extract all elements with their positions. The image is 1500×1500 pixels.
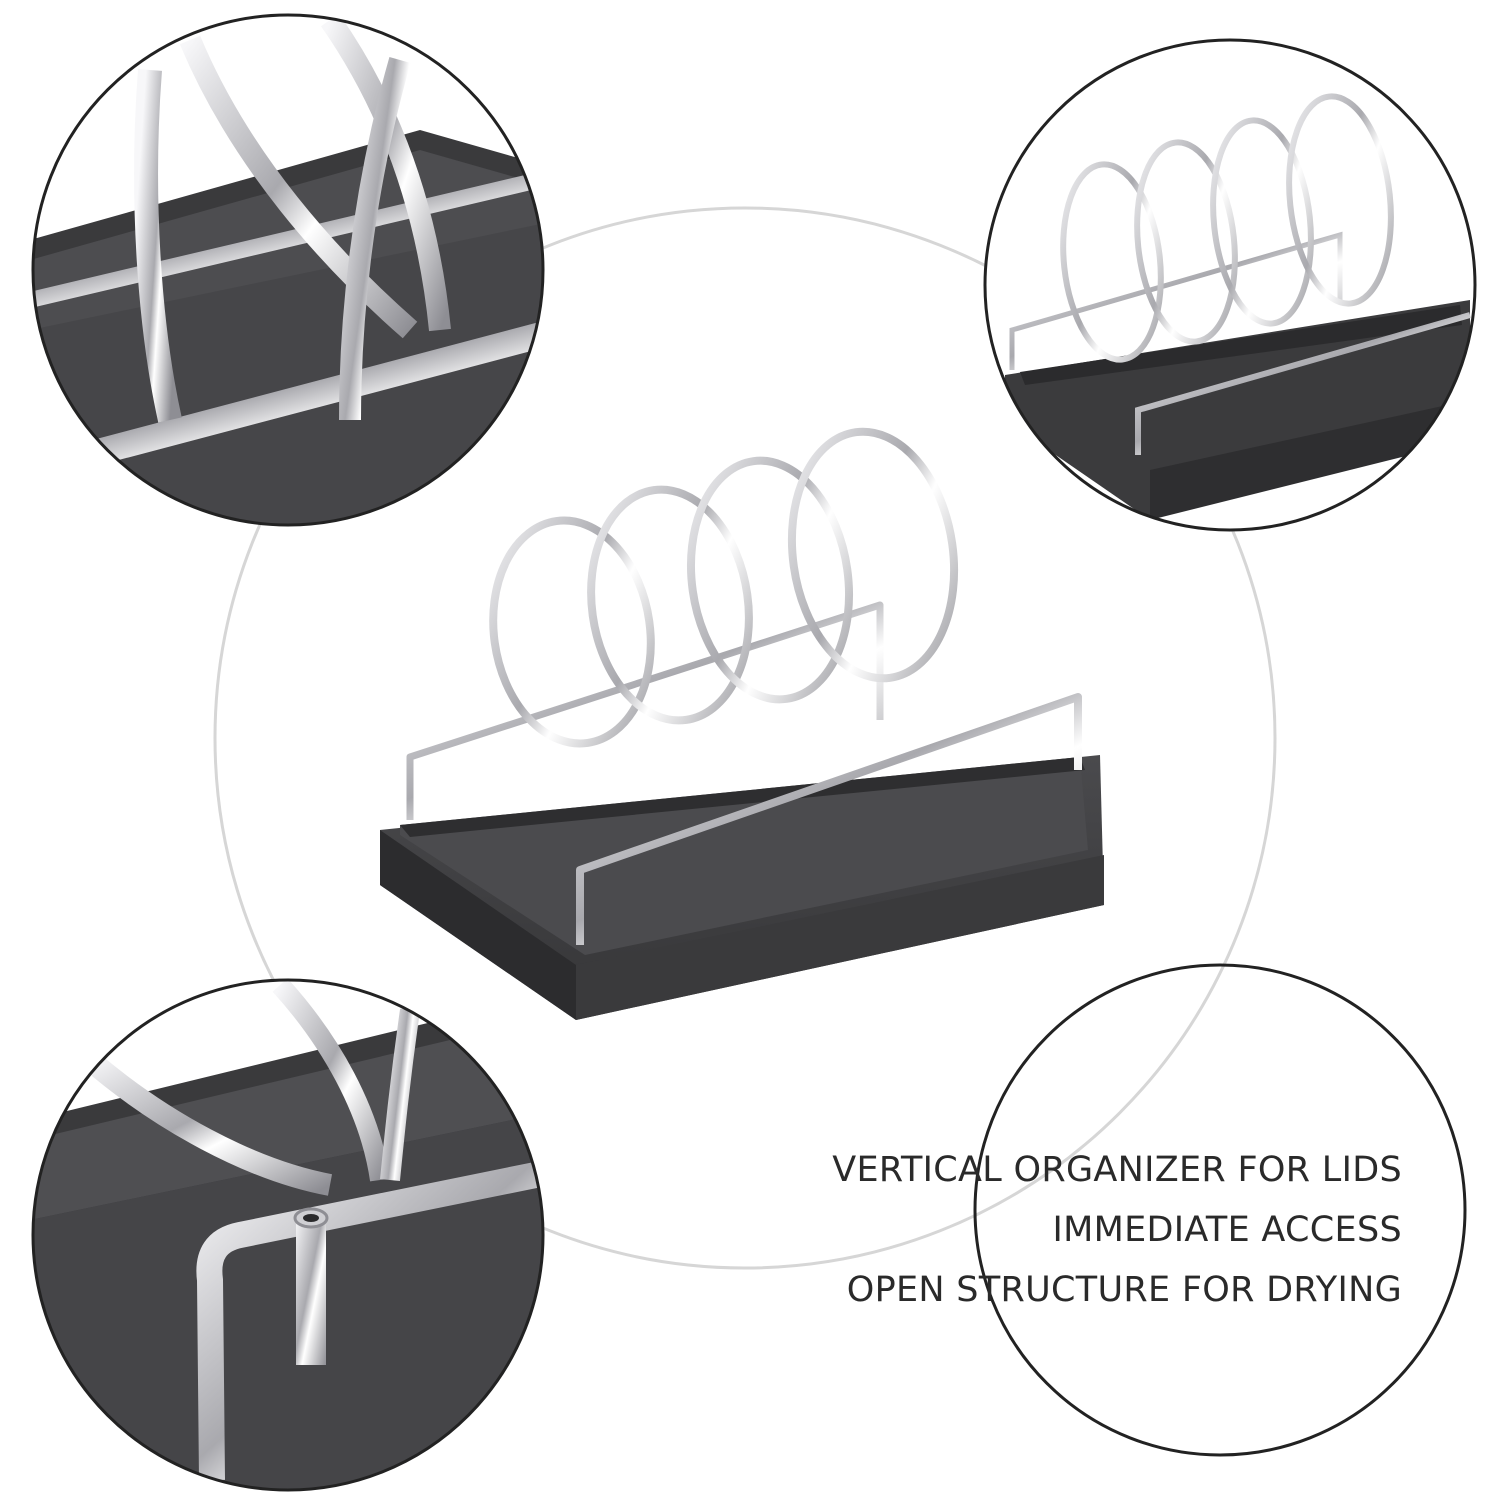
ring	[587, 485, 753, 725]
detail-circle-top-right	[983, 38, 1477, 532]
feature-list: VERTICAL ORGANIZER FOR LIDS IMMEDIATE AC…	[762, 1140, 1402, 1320]
ring	[686, 456, 854, 704]
tray-inner	[400, 757, 1088, 955]
feature-item: OPEN STRUCTURE FOR DRYING	[846, 1270, 1402, 1310]
feature-item: VERTICAL ORGANIZER FOR LIDS	[832, 1150, 1402, 1190]
detail-circle-bottom-left	[31, 978, 545, 1492]
ring	[489, 516, 655, 748]
feature-item: IMMEDIATE ACCESS	[1052, 1210, 1402, 1250]
front-rail	[576, 693, 1082, 945]
detail-circle-top-left	[31, 13, 545, 527]
text-circle	[973, 963, 1467, 1457]
tray-front-face	[380, 830, 576, 1020]
guide-circle	[213, 206, 1277, 1270]
tray-side-face	[576, 855, 1104, 1020]
ring	[787, 427, 959, 683]
product-image	[380, 427, 1104, 1020]
